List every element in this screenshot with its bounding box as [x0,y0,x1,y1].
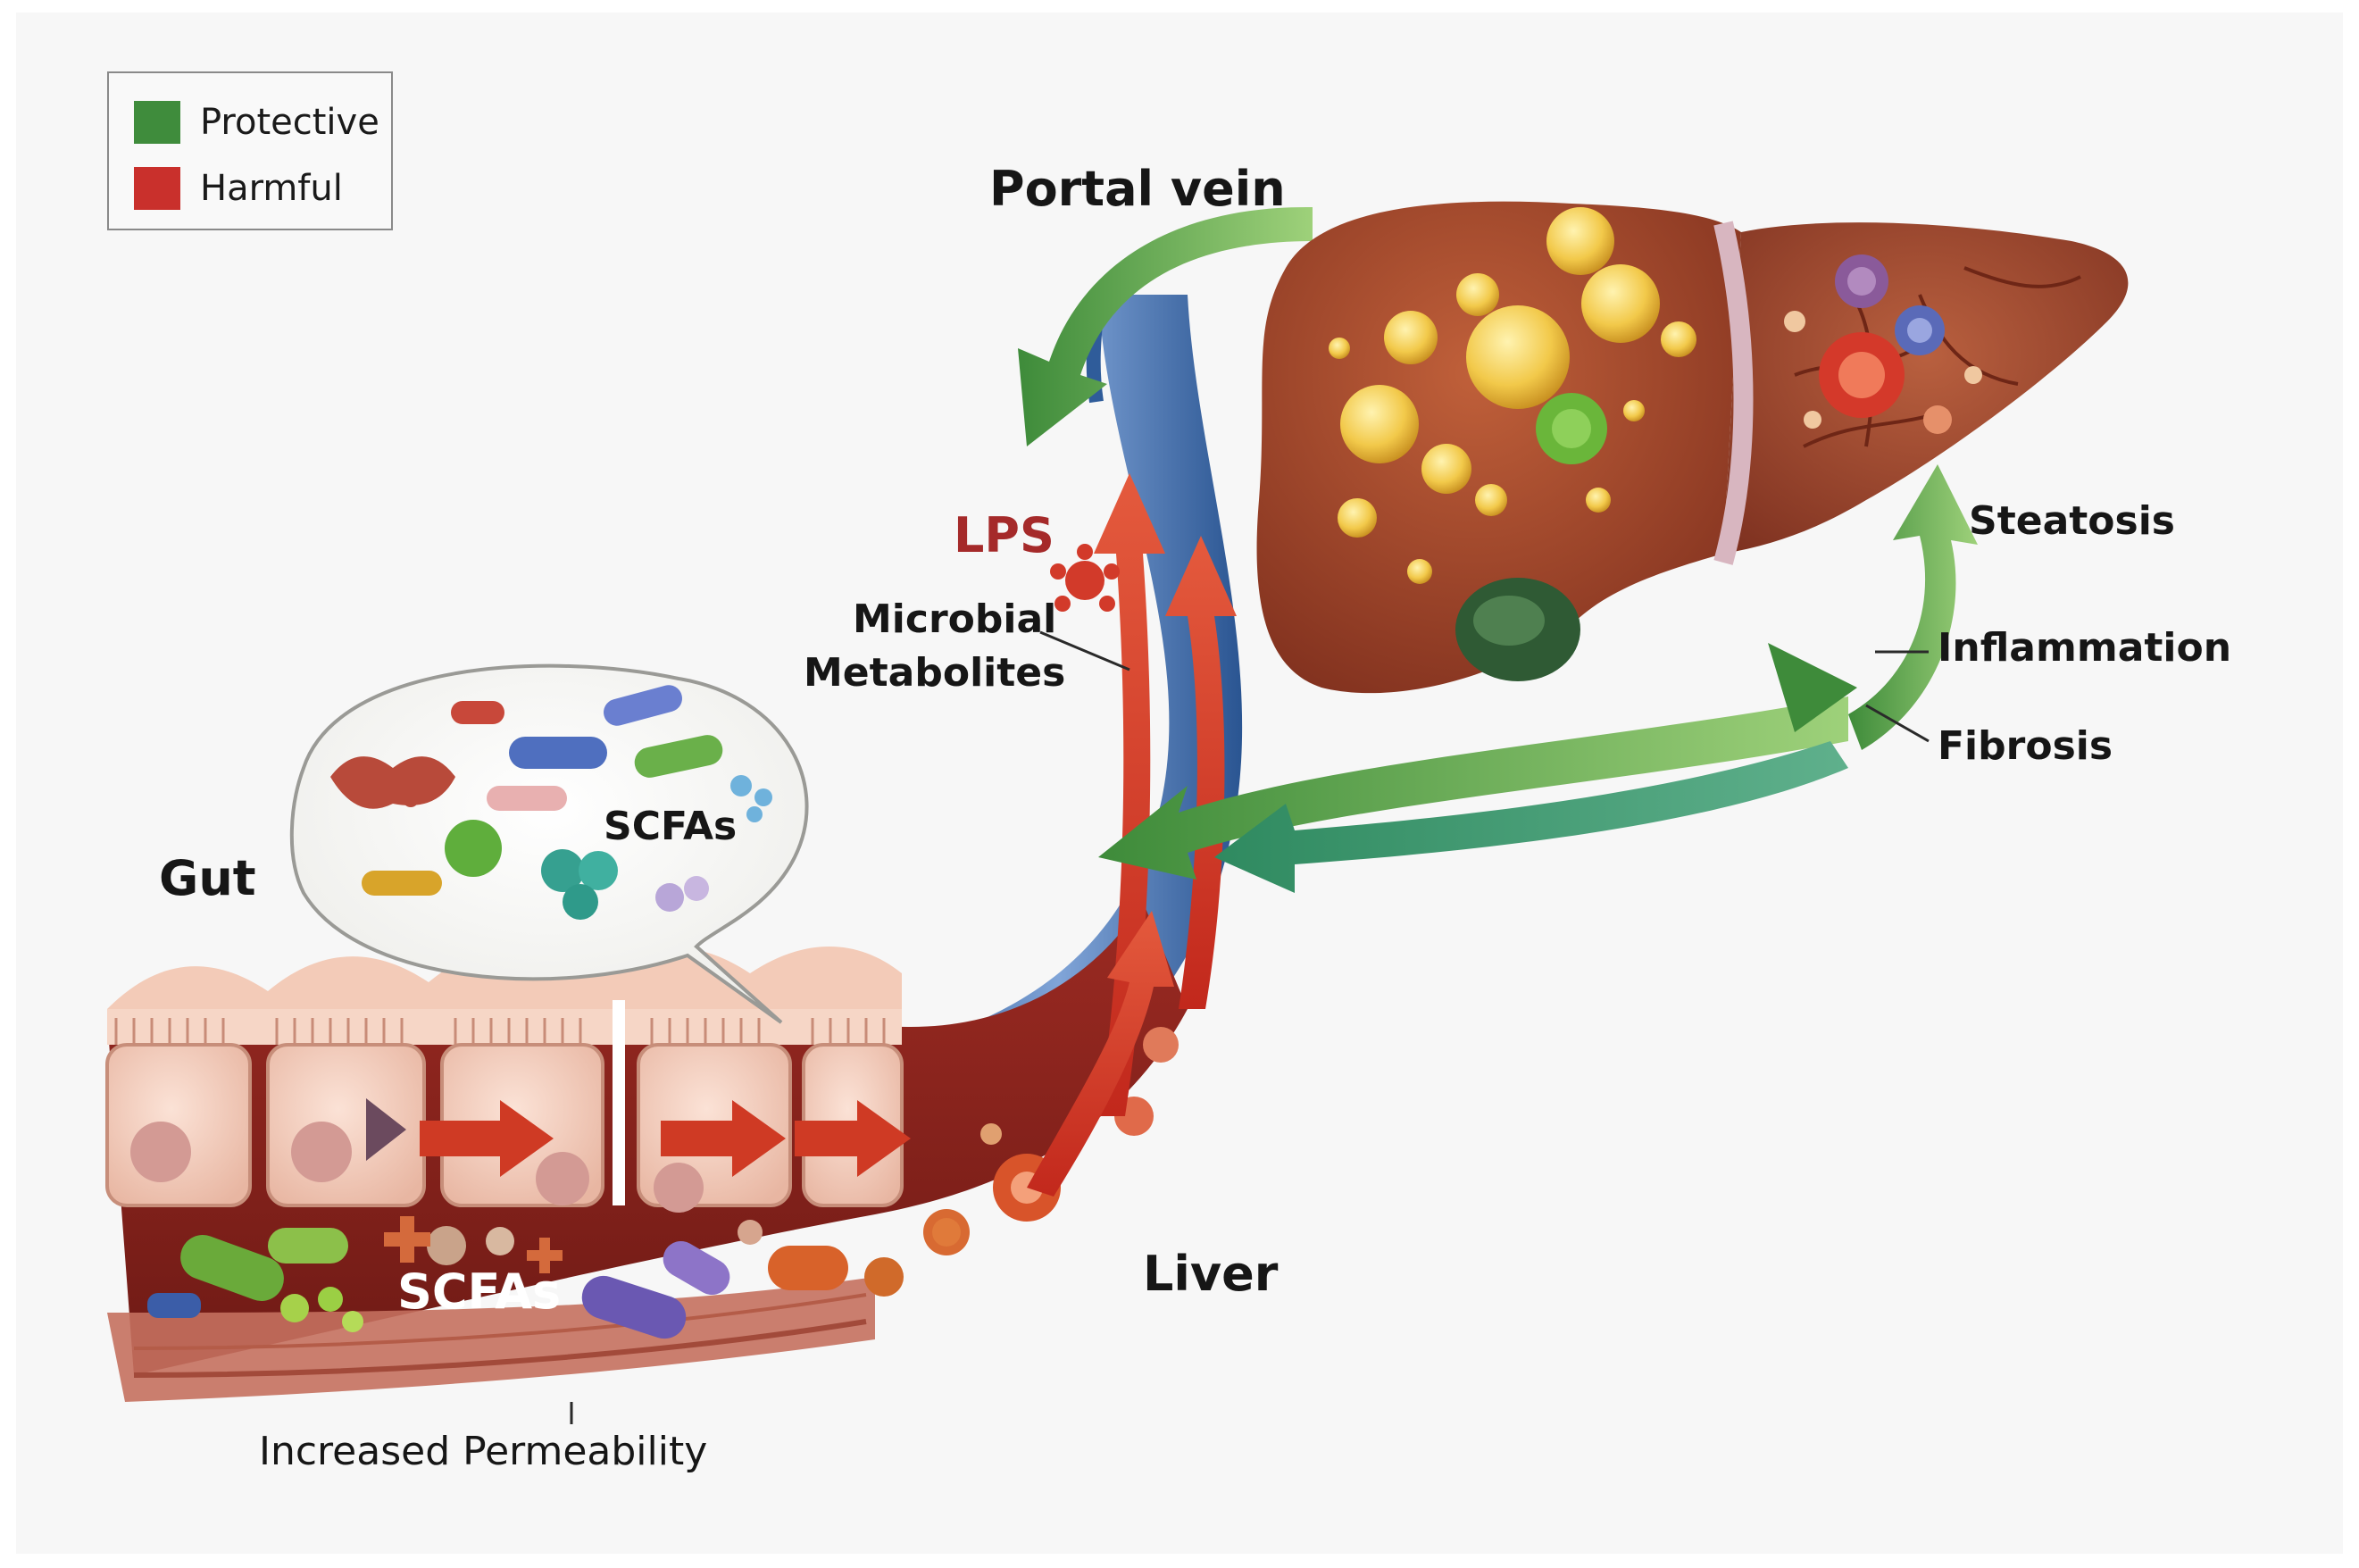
inflammation-label: Inflammation [1938,625,2232,671]
increased-permeability-label: Increased Permeability [259,1429,708,1474]
protective-swatch [134,101,180,144]
metabolites-label: Metabolites [804,650,1066,696]
liver-illustration [1256,201,2129,694]
leader-lines [570,630,1930,1424]
tissue-microbes [147,1209,970,1339]
legend: Protective Harmful [107,71,393,230]
scfas-tissue-label: SCFAs [397,1264,562,1320]
protective-arrows-systemic [1098,464,1978,893]
microbial-label: Microbial [853,596,1057,642]
lps-molecule [1050,544,1120,612]
legend-label: Harmful [200,168,343,209]
microbiota-bubble [289,663,809,1024]
scfas-bubble-label: SCFAs [604,804,738,849]
fibrosis-label: Fibrosis [1938,723,2113,769]
gut-tissue [105,902,1188,1402]
legend-item-protective: Protective [134,98,379,146]
portal-vein-label: Portal vein [989,161,1286,217]
protective-arrow-portal [1018,206,1313,446]
harmful-swatch [134,167,180,210]
gut-label: Gut [159,850,256,906]
steatosis-label: Steatosis [1969,498,2175,544]
liver-label: Liver [1143,1246,1279,1302]
harmful-arrows-gut [420,1100,911,1177]
legend-label: Protective [200,102,379,143]
legend-item-harmful: Harmful [134,164,343,213]
harmful-arrows-vein [1027,473,1237,1197]
lps-label: LPS [954,507,1054,563]
